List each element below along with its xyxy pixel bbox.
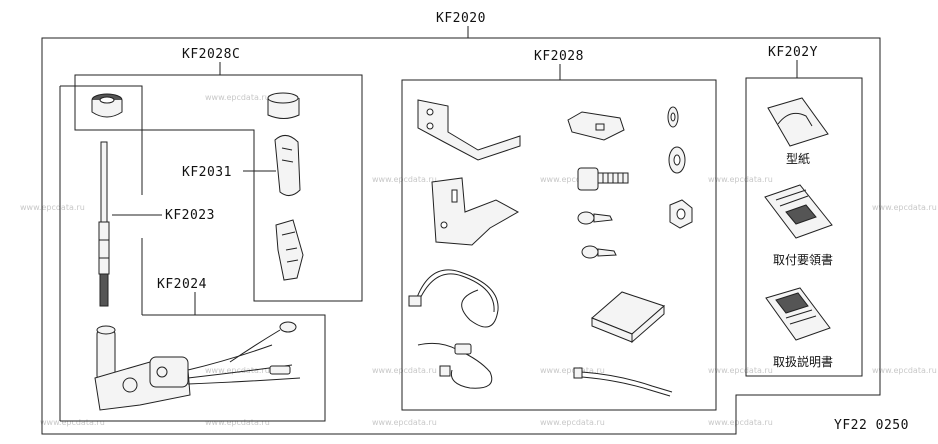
template-sheet-part bbox=[767, 97, 829, 147]
holder-part bbox=[274, 135, 301, 196]
watermark: www.epcdata.ru bbox=[540, 418, 605, 427]
cable-part bbox=[408, 269, 499, 328]
motor-part bbox=[94, 321, 301, 411]
rod-group: KF2023 bbox=[59, 85, 215, 421]
install-guide-part bbox=[764, 184, 833, 239]
kit-antenna-top-group: KF2028C KF2031 bbox=[74, 47, 363, 302]
watermark: www.epcdata.ru bbox=[205, 366, 270, 375]
cap-part bbox=[267, 92, 300, 119]
watermark: www.epcdata.ru bbox=[205, 418, 270, 427]
watermark: www.epcdata.ru bbox=[40, 418, 105, 427]
watermark: www.epcdata.ru bbox=[872, 366, 937, 375]
kit-hardware-label: KF2028 bbox=[534, 49, 584, 64]
screw-part bbox=[581, 245, 617, 259]
watermark: www.epcdata.ru bbox=[205, 93, 270, 102]
part-rod-label: KF2023 bbox=[165, 208, 215, 223]
watermark: www.epcdata.ru bbox=[872, 203, 937, 212]
part-motor-label: KF2024 bbox=[157, 277, 207, 292]
doc-manual-label: 取扱説明書 bbox=[773, 354, 833, 369]
nut-part bbox=[669, 199, 693, 229]
watermark: www.epcdata.ru bbox=[708, 175, 773, 184]
watermark: www.epcdata.ru bbox=[372, 418, 437, 427]
screw-part bbox=[577, 211, 613, 225]
doc-install-guide-label: 取付要領書 bbox=[773, 252, 833, 267]
watermark: www.epcdata.ru bbox=[708, 366, 773, 375]
clip-part bbox=[275, 219, 304, 281]
foam-pad-part bbox=[591, 291, 665, 344]
kit-main-outline: KF2020 bbox=[41, 11, 881, 435]
watermark: www.epcdata.ru bbox=[708, 418, 773, 427]
washer-part bbox=[667, 106, 679, 128]
cable-part bbox=[417, 342, 493, 389]
doc-template-label: 型紙 bbox=[786, 151, 810, 166]
bolt-part bbox=[577, 167, 629, 191]
kit-main-label: KF2020 bbox=[436, 11, 486, 26]
kit-docs-group: KF202Y 型紙 取付要領書 取扱説明書 bbox=[745, 45, 863, 377]
watermark: www.epcdata.ru bbox=[540, 366, 605, 375]
cable-tie-part bbox=[573, 367, 673, 397]
watermark: www.epcdata.ru bbox=[20, 203, 85, 212]
clip-fastener-part bbox=[567, 111, 625, 141]
watermark: www.epcdata.ru bbox=[540, 175, 605, 184]
kit-hardware-group: KF2028 bbox=[401, 49, 717, 411]
motor-group: KF2024 bbox=[60, 277, 326, 422]
bracket-part bbox=[431, 177, 520, 246]
kit-antenna-top-label: KF2028C bbox=[182, 47, 240, 62]
part-holder-label: KF2031 bbox=[182, 165, 232, 180]
watermark: www.epcdata.ru bbox=[372, 175, 437, 184]
watermarks: www.epcdata.ru www.epcdata.ru www.epcdat… bbox=[20, 93, 937, 427]
kit-docs-label: KF202Y bbox=[768, 45, 818, 60]
diagram-code: YF22 0250 bbox=[834, 418, 909, 433]
washer-part bbox=[668, 146, 686, 174]
manual-part bbox=[765, 287, 831, 341]
watermark: www.epcdata.ru bbox=[372, 366, 437, 375]
grommet-part bbox=[91, 93, 123, 118]
bracket-part bbox=[417, 99, 521, 161]
antenna-rod-part bbox=[98, 141, 110, 307]
